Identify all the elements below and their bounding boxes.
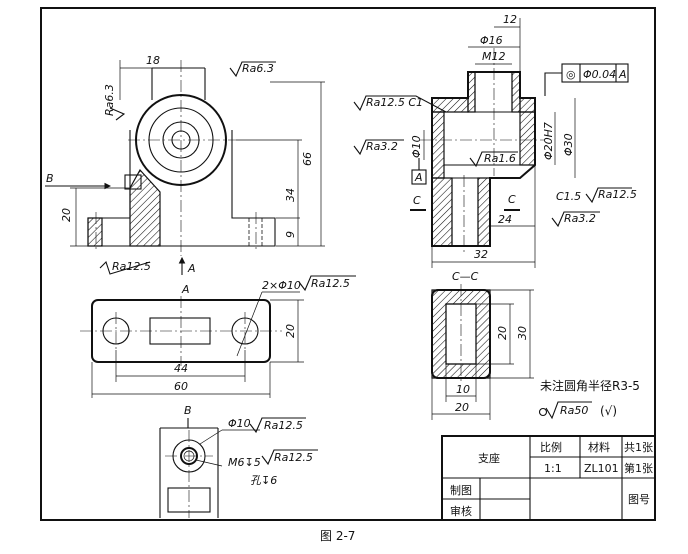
ra-side-chamfer: Ra12.5 <box>598 188 637 201</box>
other-surfaces: (√) <box>600 404 617 418</box>
view-a-title: A <box>181 283 190 296</box>
tb-drawn-label: 制图 <box>450 484 472 497</box>
tb-part-name: 支座 <box>478 451 500 465</box>
dim-side-12: 12 <box>503 13 517 26</box>
dim-view-a-60: 60 <box>174 380 188 393</box>
front-a-arrow: A <box>187 262 196 275</box>
section-mark-c-right: C <box>508 193 516 206</box>
front-view: 18 66 34 9 20 B A Ra6.3 Ra6.3 Ra12.5 <box>45 54 325 275</box>
view-b-title: B <box>184 404 192 417</box>
dim-cc-20: 20 <box>496 326 509 340</box>
ra-view-b-thread: Ra12.5 <box>274 451 313 464</box>
dim-view-a-44: 44 <box>174 362 188 375</box>
title-block: 支座 比例 材料 共1张 1:1 ZL101 第1张 制图 审核 图号 <box>441 435 656 521</box>
figure-caption: 图 2-7 <box>320 529 355 543</box>
drawing-border <box>40 7 656 521</box>
section-cc-title: C—C <box>452 270 479 283</box>
dim-front-20: 20 <box>60 208 73 222</box>
general-notes: 未注圆角半径R3-5 Ra50 (√) <box>538 378 640 420</box>
dim-side-phi16: Φ16 <box>480 34 503 47</box>
dim-front-66: 66 <box>301 152 314 166</box>
tb-drawing-no-label: 图号 <box>628 493 650 506</box>
dim-side-phi20h7: Φ20H7 <box>542 122 555 160</box>
ra-side-top-left: Ra12.5 C1 <box>366 96 423 109</box>
view-b-thread: M6↧5 <box>228 456 261 469</box>
dim-front-18: 18 <box>146 54 160 67</box>
dim-view-a-20: 20 <box>284 324 297 338</box>
ra-front-left: Ra6.3 <box>103 84 116 116</box>
general-roughness: Ra50 <box>560 404 588 417</box>
tol-datum: A <box>618 68 627 81</box>
dim-side-phi10: Φ10 <box>410 135 423 158</box>
ra-side-left: Ra3.2 <box>366 140 398 153</box>
ra-view-b-hole: Ra12.5 <box>264 419 303 432</box>
ra-side-bore: Ra1.6 <box>484 152 516 165</box>
dim-front-9: 9 <box>284 231 297 238</box>
tb-scale-value: 1:1 <box>544 462 562 475</box>
tb-material-value: ZL101 <box>584 462 619 475</box>
section-mark-c-left: C <box>413 194 421 207</box>
tb-scale-label: 比例 <box>540 440 562 454</box>
section-cc: C—C 20 30 10 20 <box>431 270 534 420</box>
view-b-hole-depth: 孔↧6 <box>250 474 277 487</box>
ra-front-bottom: Ra12.5 <box>112 260 151 273</box>
view-b: B Φ10 Ra12.5 M6↧5 Ra12.5 孔↧6 <box>159 404 318 518</box>
dim-front-34: 34 <box>284 188 297 202</box>
side-section-view: 12 Φ16 M12 Φ20H7 Φ30 Φ10 A C C 24 32 Ra1… <box>353 13 637 268</box>
dim-side-m12: M12 <box>482 50 506 63</box>
dim-cc-30: 30 <box>516 326 529 340</box>
front-b-marker: B <box>46 172 54 185</box>
tb-total-label: 共1张 <box>624 441 653 454</box>
dim-side-phi30: Φ30 <box>562 133 575 156</box>
view-a: A 44 60 20 2×Φ10 Ra12.5 <box>80 275 356 398</box>
view-b-hole-dim: Φ10 <box>228 417 251 430</box>
ra-front-top: Ra6.3 <box>242 62 274 75</box>
ra-side-bottom: Ra3.2 <box>564 212 596 225</box>
tol-value: Φ0.04 <box>583 68 616 81</box>
dim-cc-10: 10 <box>456 383 470 396</box>
tol-symbol: ◎ <box>566 68 576 81</box>
tb-checked-label: 审核 <box>450 504 472 518</box>
tb-material-label: 材料 <box>588 440 610 454</box>
fillet-note: 未注圆角半径R3-5 <box>540 378 640 393</box>
dim-cc-20-bottom: 20 <box>455 401 469 414</box>
view-a-holes-note: 2×Φ10 <box>262 279 301 292</box>
side-chamfer-c15: C1.5 <box>556 190 581 203</box>
dim-side-24: 24 <box>498 213 512 226</box>
tb-sheet-label: 第1张 <box>624 461 653 475</box>
dim-side-32: 32 <box>474 248 488 261</box>
ra-view-a-holes: Ra12.5 <box>311 277 350 290</box>
datum-a: A <box>414 171 423 184</box>
